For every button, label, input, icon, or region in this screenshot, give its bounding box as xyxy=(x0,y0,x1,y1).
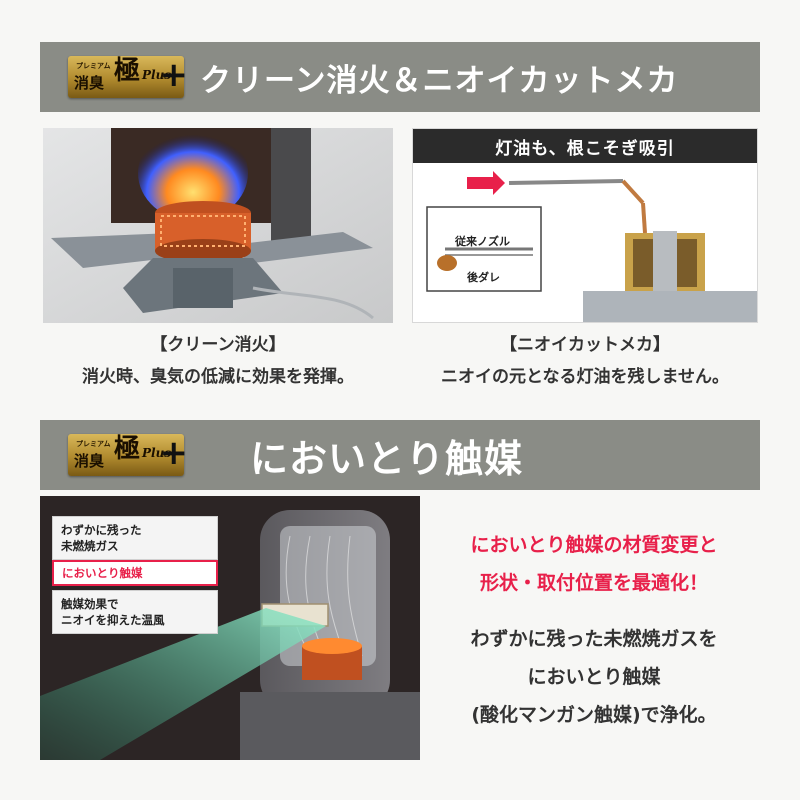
logo-cross-icon: + xyxy=(159,433,189,473)
logo-main-text: 消臭 xyxy=(74,452,105,470)
premium-deodorize-kiwami-plus-logo: プレミアム 消臭 極 Plus + xyxy=(68,56,188,98)
warm-air-callout-text: 触媒効果で ニオイを抑えた温風 xyxy=(61,597,165,628)
odor-catalyst-callout: においとり触媒 xyxy=(52,560,218,587)
conventional-nozzle-label: 従来ノズル xyxy=(455,235,510,248)
catalyst-headline-line1: においとり触媒の材質変更と xyxy=(470,534,718,556)
odor-cut-caption-title: 【ニオイカットメカ】 xyxy=(500,335,670,355)
logo-small-text: プレミアム xyxy=(76,62,111,70)
odor-catalyst-callout-text: においとり触媒 xyxy=(62,566,143,580)
warm-air-callout: 触媒効果で ニオイを抑えた温風 xyxy=(52,590,218,635)
catalyst-body-line1: わずかに残った未燃焼ガスを xyxy=(470,628,718,650)
logo-main-text: 消臭 xyxy=(74,74,105,92)
section1-title: クリーン消火＆ニオイカットメカ xyxy=(200,62,679,99)
logo-kiwami-text: 極 xyxy=(114,56,141,86)
logo-small-text: プレミアム xyxy=(76,440,111,448)
logo-cross-icon: + xyxy=(159,55,189,95)
catalyst-body-line3: (酸化マンガン触媒)で浄化。 xyxy=(471,704,717,726)
logo-plus-text: Plus xyxy=(142,446,172,460)
section1-banner: プレミアム 消臭 極 Plus + クリーン消火＆ニオイカットメカ xyxy=(40,42,760,112)
clean-extinguish-illustration xyxy=(43,128,393,323)
section2-banner: プレミアム 消臭 極 Plus + においとり触媒 xyxy=(40,420,760,490)
logo-plus-text: Plus xyxy=(142,68,172,82)
unburned-gas-callout-text: わずかに残った 未燃焼ガス xyxy=(61,523,142,554)
premium-deodorize-kiwami-plus-logo-2: プレミアム 消臭 極 Plus + xyxy=(68,434,188,476)
logo-kiwami-text: 極 xyxy=(114,434,141,464)
odor-cut-caption-body: ニオイの元となる灯油を残しません。 xyxy=(441,367,729,387)
after-drip-label: 後ダレ xyxy=(467,271,500,284)
catalyst-headline-line2: 形状・取付位置を最適化！ xyxy=(479,572,708,594)
odor-cut-header: 灯油も、根こそぎ吸引 xyxy=(413,129,757,163)
section2-title: においとり触媒 xyxy=(250,436,524,481)
unburned-gas-callout: わずかに残った 未燃焼ガス xyxy=(52,516,218,561)
odor-catalyst-illustration: わずかに残った 未燃焼ガス においとり触媒 触媒効果で ニオイを抑えた温風 xyxy=(40,496,420,760)
catalyst-body-line2: においとり触媒 xyxy=(527,666,661,688)
clean-extinguish-caption-body: 消火時、臭気の低減に効果を発揮。 xyxy=(82,367,354,387)
odor-cut-mechanism-illustration: 灯油も、根こそぎ吸引 従来ノズル 後ダレ xyxy=(412,128,758,323)
clean-extinguish-caption-title: 【クリーン消火】 xyxy=(150,335,286,355)
